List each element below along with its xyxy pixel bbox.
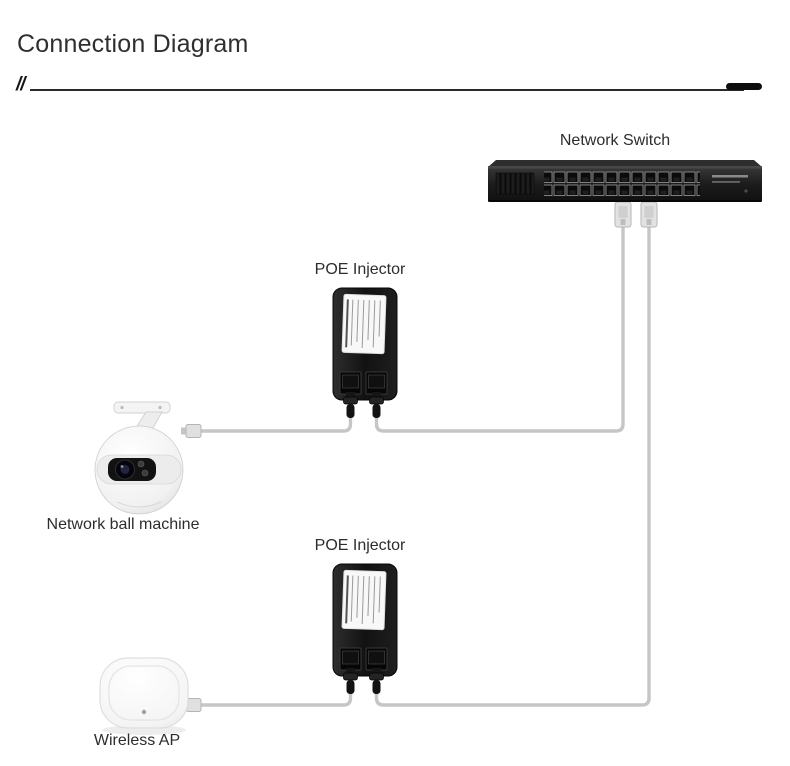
camera-device — [88, 398, 208, 516]
rj45-plug-detail — [618, 206, 628, 218]
switch-top-face — [488, 160, 762, 167]
rj45-port-inner — [368, 374, 385, 389]
switch-led — [744, 189, 748, 193]
injector-sticker — [341, 569, 387, 631]
plug-boot — [346, 668, 355, 675]
ap-led — [141, 709, 147, 715]
rj45-port-inner — [368, 650, 385, 665]
page-title: Connection Diagram — [17, 30, 249, 58]
poe-injector-bottom-device — [330, 562, 400, 698]
camera-label: Network ball machine — [46, 516, 200, 533]
rule-line — [30, 89, 744, 91]
rj45-plug-latch — [646, 219, 652, 225]
injector-rj45-ports — [339, 371, 388, 395]
rj45-plug-latch — [620, 219, 626, 225]
plug-boot — [372, 668, 381, 675]
switch-model-subtext — [712, 181, 740, 183]
switch-rj45-plugs — [614, 201, 658, 228]
plug-nut — [343, 672, 358, 681]
ethernet-cable-injector-top-to-camera — [196, 406, 353, 433]
poe-injector-bottom-label: POE Injector — [314, 537, 406, 554]
switch-bottom-shade — [488, 200, 762, 202]
plug-shaft — [372, 680, 381, 694]
switch-vent-grille — [495, 172, 535, 195]
plug-boot — [346, 392, 355, 399]
camera-rj45-plug — [181, 424, 202, 438]
plug-boot — [372, 392, 381, 399]
rj45-port-inner — [342, 650, 359, 665]
cable-plugs — [343, 668, 384, 694]
rule-endcap — [726, 83, 762, 90]
plug-shaft — [346, 680, 355, 694]
rj45-port-inner — [342, 374, 359, 389]
plug-shaft — [346, 404, 355, 418]
plug-nut — [369, 672, 384, 681]
ethernet-cable-injector-bottom-to-ap — [196, 682, 353, 707]
rj45-plug-detail — [644, 206, 654, 218]
network-switch-label: Network Switch — [559, 132, 671, 149]
wireless-ap-device — [96, 650, 192, 738]
ethernet-cable-switch-to-injector-top — [374, 216, 625, 433]
switch-port-bank — [544, 171, 700, 197]
plug-nut — [343, 396, 358, 405]
rule-slashes: // — [16, 74, 26, 95]
wireless-ap-label: Wireless AP — [93, 732, 181, 749]
poe-injector-top-label: POE Injector — [314, 261, 406, 278]
injector-sticker — [341, 293, 387, 355]
switch-edge-highlight — [488, 166, 762, 169]
ap-inner-ring — [108, 665, 180, 721]
plug-nut — [369, 396, 384, 405]
camera-bottom-cap — [116, 501, 162, 508]
network-switch-device — [488, 158, 762, 206]
camera-ir-led — [137, 460, 145, 468]
rj45-plug-tip — [181, 427, 187, 435]
rj45-plug-icon — [185, 424, 202, 438]
switch-model-text — [712, 175, 748, 178]
ethernet-cable-switch-to-injector-bottom — [374, 216, 651, 707]
plug-shaft — [372, 404, 381, 418]
injector-rj45-ports — [339, 647, 388, 671]
camera-ir-led — [141, 469, 149, 477]
poe-injector-top-device — [330, 286, 400, 422]
ap-body — [99, 657, 189, 729]
camera-lens-glint — [120, 465, 124, 468]
cable-plugs — [343, 392, 384, 418]
